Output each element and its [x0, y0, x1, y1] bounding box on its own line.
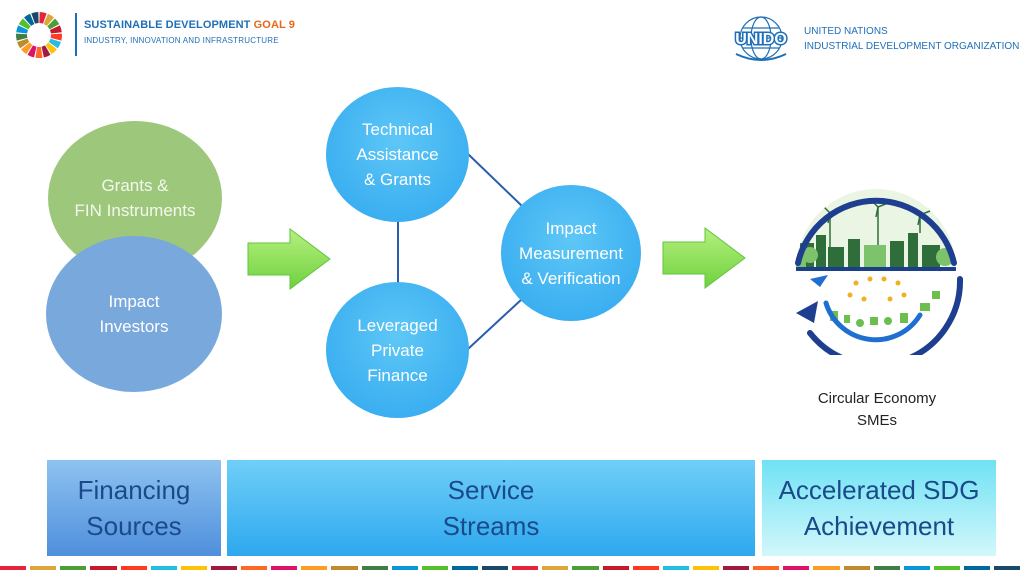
sdg-wheel-segment: [48, 38, 61, 49]
header-divider: [75, 13, 77, 56]
sdg-color-segment: [0, 566, 27, 570]
sdg-color-segment: [753, 566, 780, 570]
impact-measurement-circle: Impact Measurement & Verification: [501, 185, 641, 321]
sdg-color-segment: [572, 566, 599, 570]
arrow-right-icon: [247, 228, 331, 290]
financing-sources-bar: Financing Sources: [47, 460, 221, 556]
sdg-color-strip: [0, 566, 1024, 572]
circular-economy-caption: Circular Economy SMEs: [817, 390, 937, 429]
sdg-color-segment: [903, 566, 930, 570]
sdg-color-segment: [843, 566, 870, 570]
sdg-color-segment: [723, 566, 750, 570]
sdg-title: SUSTAINABLE DEVELOPMENT GOAL 9: [84, 19, 296, 31]
impact-investors-circle: Impact Investors: [46, 236, 222, 392]
sdg-color-segment: [180, 566, 207, 570]
technical-assistance-circle: Technical Assistance & Grants: [326, 87, 469, 222]
connector-tech-meas: [467, 153, 523, 207]
sdg-color-segment: [994, 566, 1021, 570]
circular-economy-icon: [795, 189, 964, 355]
connector-lev-meas: [467, 298, 523, 350]
sdg-color-segment: [964, 566, 991, 570]
sdg-color-segment: [813, 566, 840, 570]
accelerated-sdg-label: Accelerated SDG Achievement: [778, 475, 980, 541]
sdg-color-segment: [632, 566, 659, 570]
sdg-wheel-segment: [24, 13, 35, 26]
sdg-color-segment: [391, 566, 418, 570]
sdg-wheel-segment: [31, 12, 39, 24]
sdg-wheel-segment: [17, 38, 30, 49]
sdg-color-segment: [210, 566, 237, 570]
sdg-color-segment: [301, 566, 328, 570]
sdg-color-segment: [482, 566, 509, 570]
sdg-wheel-segment: [49, 25, 62, 34]
sdg-goal-number: GOAL 9: [253, 19, 296, 31]
technical-assistance-label: Technical Assistance & Grants: [356, 120, 439, 189]
sdg-wheel-segment: [16, 33, 28, 41]
grants-label: Grants & FIN Instruments: [74, 176, 196, 220]
sdg-color-segment: [90, 566, 117, 570]
sdg-color-segment: [421, 566, 448, 570]
leveraged-finance-label: Leveraged Private Finance: [357, 315, 438, 385]
sdg-color-segment: [30, 566, 57, 570]
service-streams-bar: Service Streams: [227, 460, 755, 556]
leveraged-finance-circle: Leveraged Private Finance: [326, 282, 469, 418]
impact-measurement-label: Impact Measurement & Verification: [519, 218, 623, 288]
sdg-color-segment: [241, 566, 268, 570]
impact-investors-label: Impact Investors: [99, 292, 169, 336]
sdg-wheel-icon: [16, 12, 62, 58]
sdg-color-segment: [512, 566, 539, 570]
financing-sources-label: Financing Sources: [77, 475, 191, 541]
sdg-color-segment: [692, 566, 719, 570]
sdg-wheel-segment: [45, 42, 57, 55]
org-name-line1: UNITED NATIONS: [804, 26, 888, 37]
sdg-color-segment: [451, 566, 478, 570]
sdg-wheel-segment: [35, 46, 43, 58]
unido-logo: UNIDO: [734, 16, 788, 61]
sdg-color-segment: [331, 566, 358, 570]
sdg-wheel-segment: [43, 13, 54, 26]
sdg-subtitle: INDUSTRY, INNOVATION AND INFRASTRUCTURE: [84, 36, 279, 45]
sdg-color-segment: [361, 566, 388, 570]
sdg-color-segment: [662, 566, 689, 570]
service-streams-label: Service Streams: [442, 475, 540, 541]
org-name-line2: INDUSTRIAL DEVELOPMENT ORGANIZATION: [804, 41, 1020, 52]
sdg-color-segment: [120, 566, 147, 570]
sdg-wheel-segment: [27, 45, 37, 58]
accelerated-sdg-bar: Accelerated SDG Achievement: [762, 460, 996, 556]
sdg-color-segment: [873, 566, 900, 570]
sdg-color-segment: [933, 566, 960, 570]
unido-logo-text: UNIDO: [735, 31, 787, 48]
sdg-wheel-segment: [21, 42, 33, 55]
sdg-wheel-segment: [39, 12, 47, 24]
sdg-color-segment: [271, 566, 298, 570]
sdg-wheel-segment: [50, 33, 62, 41]
sdg-wheel-segment: [16, 25, 29, 34]
sdg-color-segment: [602, 566, 629, 570]
sdg-color-segment: [783, 566, 810, 570]
arrow-right-icon: [662, 227, 746, 289]
sdg-wheel-segment: [41, 45, 51, 58]
sdg-color-segment: [60, 566, 87, 570]
sdg-wheel-segment: [18, 18, 31, 30]
sdg-color-segment: [542, 566, 569, 570]
sdg-color-segment: [150, 566, 177, 570]
sdg-wheel-segment: [47, 18, 60, 30]
